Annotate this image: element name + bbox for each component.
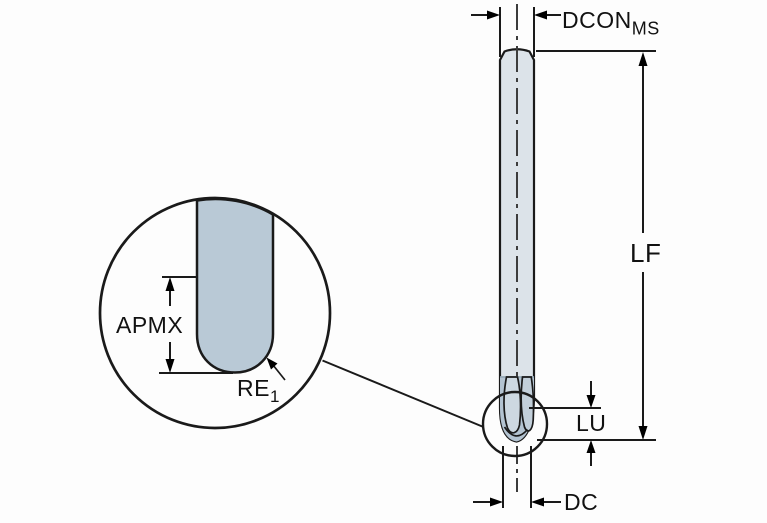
dcon-arrow-right-head bbox=[534, 10, 547, 20]
tip-detail-circle bbox=[481, 390, 549, 458]
lf-arrow-top-head bbox=[638, 52, 648, 66]
lu-arrow-top-head bbox=[586, 395, 596, 408]
dimension-apmx: APMX bbox=[116, 276, 233, 374]
dimension-lu: LU bbox=[529, 381, 656, 466]
lu-label: LU bbox=[576, 410, 606, 436]
lf-label: LF bbox=[630, 238, 661, 268]
dimension-dcon-ms: DCONMS bbox=[471, 7, 660, 57]
detail-leader-line bbox=[322, 359, 484, 428]
re1-arrow-tail bbox=[272, 364, 286, 381]
drawing-art: DCONMS LF LU DC bbox=[98, 4, 661, 515]
tool-side-view bbox=[481, 4, 549, 492]
re1-label: RE1 bbox=[237, 375, 280, 406]
dc-arrow-left-head bbox=[490, 497, 503, 507]
callout-re1: RE1 bbox=[237, 357, 286, 406]
dcon-arrow-left-head bbox=[487, 10, 500, 20]
detail-tip-profile bbox=[195, 197, 275, 374]
tip-flute-right bbox=[520, 376, 535, 432]
lf-arrow-bottom-head bbox=[638, 426, 648, 440]
detail-circle bbox=[98, 196, 332, 430]
apmx-label: APMX bbox=[116, 312, 183, 338]
apmx-arrow-top-head bbox=[165, 277, 175, 291]
dimension-lf: LF bbox=[536, 50, 661, 440]
dcon-ms-label: DCONMS bbox=[562, 7, 660, 39]
re1-arrow-head bbox=[266, 357, 278, 370]
lu-arrow-bottom-head bbox=[586, 440, 596, 453]
tip-flute-left bbox=[503, 376, 522, 434]
magnified-detail-view: APMX RE1 bbox=[98, 196, 332, 430]
tip-edge-crescent bbox=[503, 426, 529, 437]
dc-label: DC bbox=[564, 489, 598, 515]
dc-arrow-right-head bbox=[531, 497, 544, 507]
dimension-dc: DC bbox=[473, 446, 598, 515]
apmx-arrow-bottom-head bbox=[165, 359, 175, 373]
